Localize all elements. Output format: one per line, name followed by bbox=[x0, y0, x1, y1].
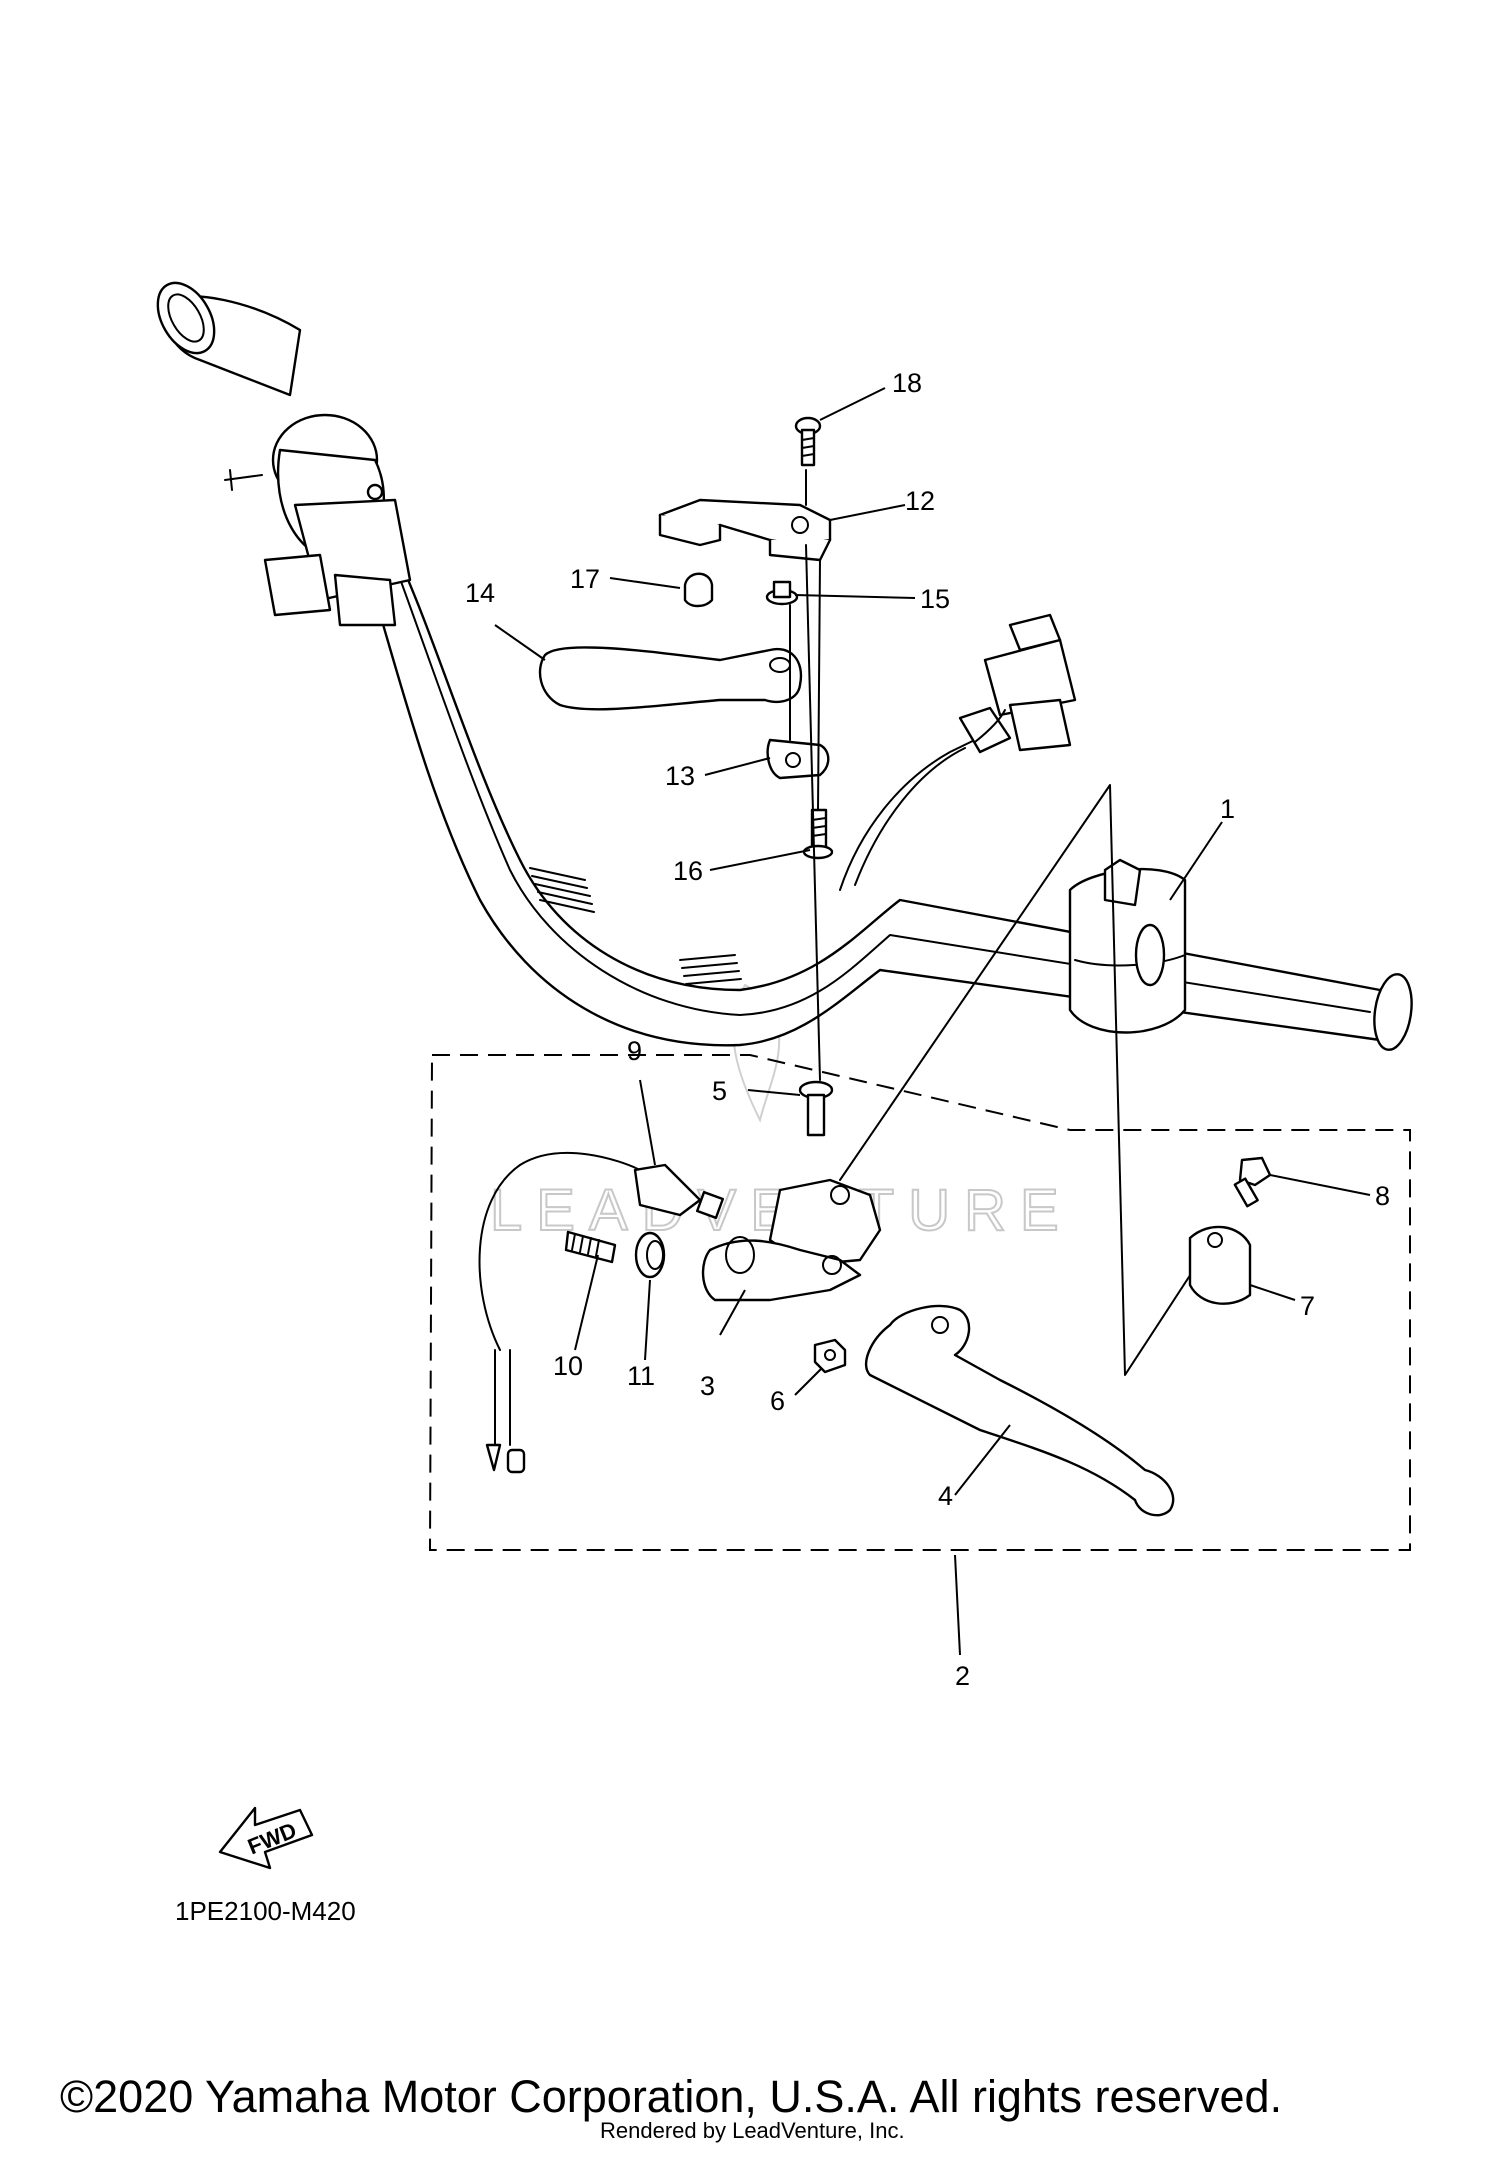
handlebar-switch bbox=[1068, 858, 1187, 1034]
switch-cable bbox=[478, 1151, 725, 1474]
locknut-11 bbox=[634, 1231, 666, 1279]
copyright-notice: ©2020 Yamaha Motor Corporation, U.S.A. A… bbox=[60, 2071, 1282, 2122]
clutch-lever bbox=[864, 1304, 1175, 1517]
part-label-16: 16 bbox=[673, 856, 703, 886]
master-cylinder bbox=[224, 413, 412, 627]
part-labels: 1 2 3 4 5 6 7 8 9 10 11 12 13 14 15 16 1… bbox=[465, 368, 1390, 1691]
part-label-12: 12 bbox=[905, 486, 935, 516]
collar-15 bbox=[765, 580, 799, 606]
part-label-3: 3 bbox=[700, 1371, 715, 1401]
part-label-13: 13 bbox=[665, 761, 695, 791]
plate-13 bbox=[766, 738, 830, 780]
screw-8 bbox=[1233, 1156, 1272, 1208]
part-label-6: 6 bbox=[770, 1386, 785, 1416]
bolt-16 bbox=[802, 808, 834, 860]
assembly-outline bbox=[428, 1054, 1411, 1551]
part-label-4: 4 bbox=[938, 1481, 953, 1511]
part-label-17: 17 bbox=[570, 564, 600, 594]
part-label-5: 5 bbox=[712, 1076, 727, 1106]
leader-lines bbox=[494, 387, 1371, 1656]
bolt-18 bbox=[794, 416, 822, 467]
lever-holder bbox=[658, 498, 832, 562]
part-label-11: 11 bbox=[627, 1361, 655, 1391]
part-label-8: 8 bbox=[1375, 1181, 1390, 1211]
parking-lever bbox=[538, 646, 803, 711]
wire-harness bbox=[839, 613, 1077, 891]
part-label-14: 14 bbox=[465, 578, 495, 608]
cap-17 bbox=[683, 572, 714, 608]
part-label-15: 15 bbox=[920, 584, 950, 614]
nut-6 bbox=[813, 1338, 847, 1374]
part-label-10: 10 bbox=[553, 1351, 583, 1381]
rendered-by-note: Rendered by LeadVenture, Inc. bbox=[600, 2118, 905, 2143]
bolt-5 bbox=[798, 1080, 834, 1137]
diagram-code: 1PE2100-M420 bbox=[175, 1896, 356, 1926]
part-label-7: 7 bbox=[1300, 1291, 1315, 1321]
part-label-18: 18 bbox=[892, 368, 922, 398]
clamp-7 bbox=[1188, 1225, 1252, 1305]
part-label-2: 2 bbox=[955, 1661, 970, 1691]
adjuster-10 bbox=[564, 1230, 617, 1264]
clutch-holder bbox=[701, 1178, 882, 1302]
part-label-9: 9 bbox=[627, 1036, 642, 1066]
handlebar-knurl-left bbox=[529, 867, 742, 985]
fwd-arrow-icon: FWD bbox=[218, 1806, 314, 1870]
handlebar bbox=[156, 281, 1413, 1051]
part-label-1: 1 bbox=[1220, 794, 1235, 824]
exploded-axis bbox=[789, 469, 1201, 1376]
